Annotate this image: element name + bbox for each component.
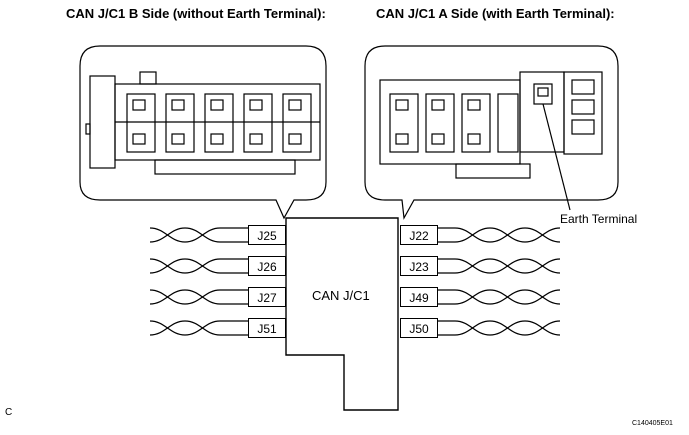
figure-code: C140405E01 <box>632 420 673 427</box>
pin-j26: J26 <box>248 256 286 276</box>
earth-terminal-label: Earth Terminal <box>560 212 638 226</box>
can-jc1-junction-block <box>285 217 399 411</box>
pin-j51: J51 <box>248 318 286 338</box>
corner-label: C <box>5 407 13 418</box>
pin-j23: J23 <box>400 256 438 276</box>
junction-label: CAN J/C1 <box>312 288 370 303</box>
a-side-connector <box>379 71 603 211</box>
b-side-title: CAN J/C1 B Side (without Earth Terminal)… <box>66 6 326 21</box>
pin-j50: J50 <box>400 318 438 338</box>
left-twisted-wires <box>149 227 248 336</box>
pin-j22: J22 <box>400 225 438 245</box>
pin-j25: J25 <box>248 225 286 245</box>
right-twisted-wires <box>438 227 561 336</box>
pin-j27: J27 <box>248 287 286 307</box>
earth-terminal-leader <box>542 103 571 211</box>
b-side-callout-bubble <box>79 45 327 220</box>
b-side-connector <box>85 71 321 175</box>
pin-j49: J49 <box>400 287 438 307</box>
a-side-callout-bubble <box>364 45 619 220</box>
a-side-title: CAN J/C1 A Side (with Earth Terminal): <box>376 6 615 21</box>
earth-terminal-pin <box>533 83 553 105</box>
